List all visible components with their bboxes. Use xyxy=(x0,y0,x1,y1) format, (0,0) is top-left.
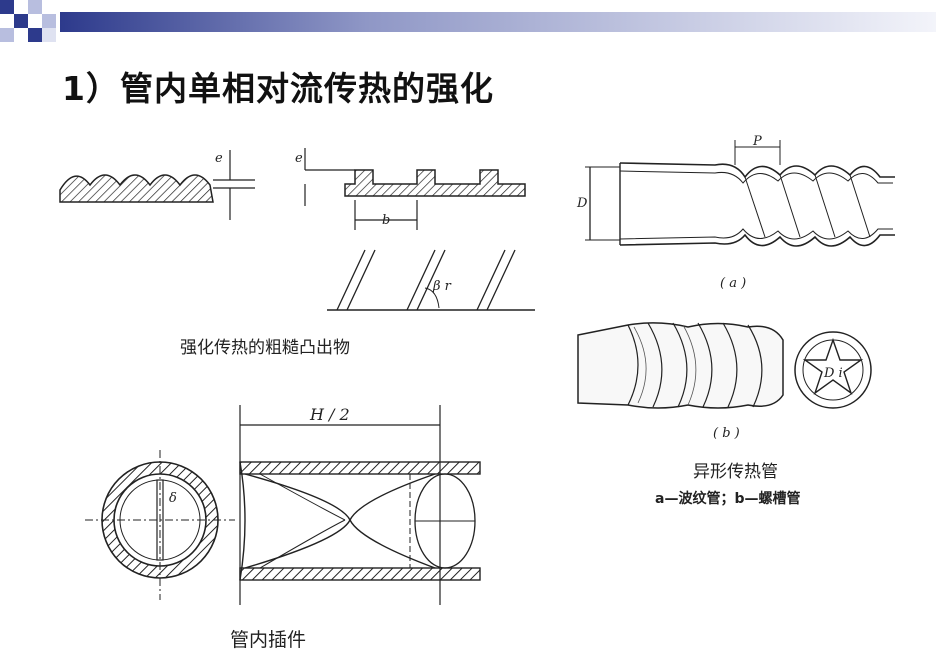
corrugated-tube-diagram: D P ( a ) xyxy=(576,134,895,291)
d-label: D xyxy=(576,196,588,211)
rough-protrusion-diagram: e e b β r xyxy=(59,148,535,311)
a-label: ( a ) xyxy=(720,276,746,291)
b-label: b xyxy=(382,213,390,228)
header-band xyxy=(0,0,936,42)
page-title: 1）管内单相对流传热的强化 xyxy=(62,69,494,108)
di-label: D i xyxy=(823,366,843,381)
h2-label: H / 2 xyxy=(309,405,350,424)
b-fig-label: ( b ) xyxy=(713,426,740,441)
e-label-left: e xyxy=(215,151,223,166)
shaped-tube-legend: a—波纹管；b—螺槽管 xyxy=(655,491,801,507)
e-label-right: e xyxy=(295,151,303,166)
p-label: P xyxy=(752,134,762,149)
beta-label: β r xyxy=(432,279,452,294)
rough-caption: 强化传热的粗糙凸出物 xyxy=(180,338,350,358)
tube-insert-diagram: δ H / 2 xyxy=(85,405,481,605)
shaped-tube-caption: 异形传热管 xyxy=(693,462,778,482)
delta-label: δ xyxy=(169,491,177,506)
insert-caption: 管内插件 xyxy=(230,629,307,651)
spiral-groove-tube-diagram: D i ( b ) xyxy=(577,322,872,441)
